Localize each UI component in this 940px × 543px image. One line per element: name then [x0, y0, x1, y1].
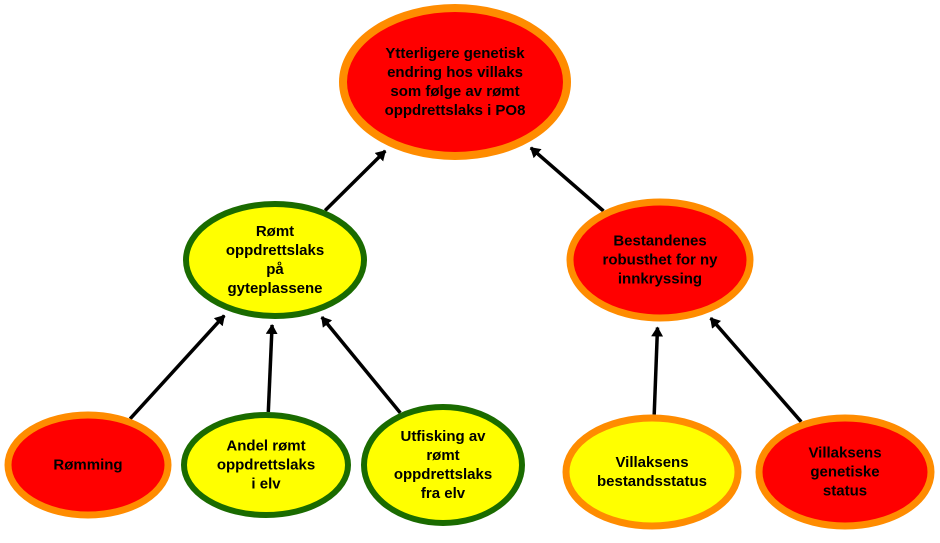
node-andel: Andel rømt oppdrettslaks i elv [181, 412, 351, 518]
arrow-robust-to-top [529, 146, 605, 213]
node-romt-label-line: gyteplassene [227, 280, 322, 297]
node-top-label-line: som følge av rømt [390, 83, 519, 100]
node-robust-ellipse [566, 198, 754, 322]
node-bestand-ellipse [562, 414, 742, 530]
node-bestand-label-line: bestandsstatus [597, 473, 707, 490]
node-bestand-label-line: Villaksens [615, 454, 688, 471]
node-utfisking-label-line: oppdrettslaks [394, 466, 492, 483]
arrow-genetisk-to-robust [709, 316, 803, 423]
arrow-romming-to-romt [128, 314, 226, 420]
node-romt-ellipse [183, 201, 367, 319]
node-top-ellipse [339, 4, 571, 160]
node-top-label-line: oppdrettslaks i PO8 [385, 102, 526, 119]
node-bestand: Villaksens bestandsstatus [562, 414, 742, 530]
node-andel-label-line: Andel rømt [226, 438, 305, 455]
node-genetisk-label-line: status [823, 483, 867, 500]
arrow-utfisking-to-romt [320, 315, 402, 415]
node-romming-label-line: Rømming [53, 457, 122, 474]
node-romt-label-line: på [266, 261, 284, 278]
node-genetisk: Villaksens genetiske status [755, 414, 935, 530]
node-top: Ytterligere genetisk endring hos villaks s… [339, 4, 571, 160]
node-romt-label-line: oppdrettslaks [226, 242, 324, 259]
nodes-layer: Ytterligere genetisk endring hos villaks s… [4, 4, 935, 530]
node-romt-label-line: Rømt [256, 223, 294, 240]
node-robust: Bestandenes robusthet for ny innkryssing [566, 198, 754, 322]
edges-layer [128, 146, 803, 423]
node-utfisking-label-line: Utfisking av [400, 428, 486, 445]
node-andel-label-line: i elv [251, 476, 281, 493]
node-genetisk-label-line: genetiske [810, 464, 879, 481]
node-robust-label-line: innkryssing [618, 271, 702, 288]
node-andel-ellipse [181, 412, 351, 518]
node-genetisk-ellipse [755, 414, 935, 530]
node-andel-label-line: oppdrettslaks [217, 457, 315, 474]
arrow-andel-to-romt [265, 324, 278, 413]
node-genetisk-label-line: Villaksens [808, 445, 881, 462]
arrow-romt-to-top [323, 149, 387, 212]
node-top-label-line: Ytterligere genetisk [385, 45, 525, 62]
node-robust-label-line: robusthet for ny [603, 252, 719, 269]
node-utfisking-label-line: fra elv [421, 485, 466, 502]
node-utfisking-ellipse [361, 404, 525, 526]
node-utfisking-label-line: rømt [426, 447, 459, 464]
node-romt: Rømt oppdrettslaks på gyteplassene [183, 201, 367, 319]
arrow-bestand-to-robust [651, 326, 664, 415]
node-robust-label-line: Bestandenes [613, 233, 706, 250]
node-utfisking: Utfisking av rømt oppdrettslaks fra elv [361, 404, 525, 526]
node-romming-ellipse [4, 411, 172, 519]
node-romming: Rømming [4, 411, 172, 519]
node-top-label-line: endring hos villaks [387, 64, 523, 81]
